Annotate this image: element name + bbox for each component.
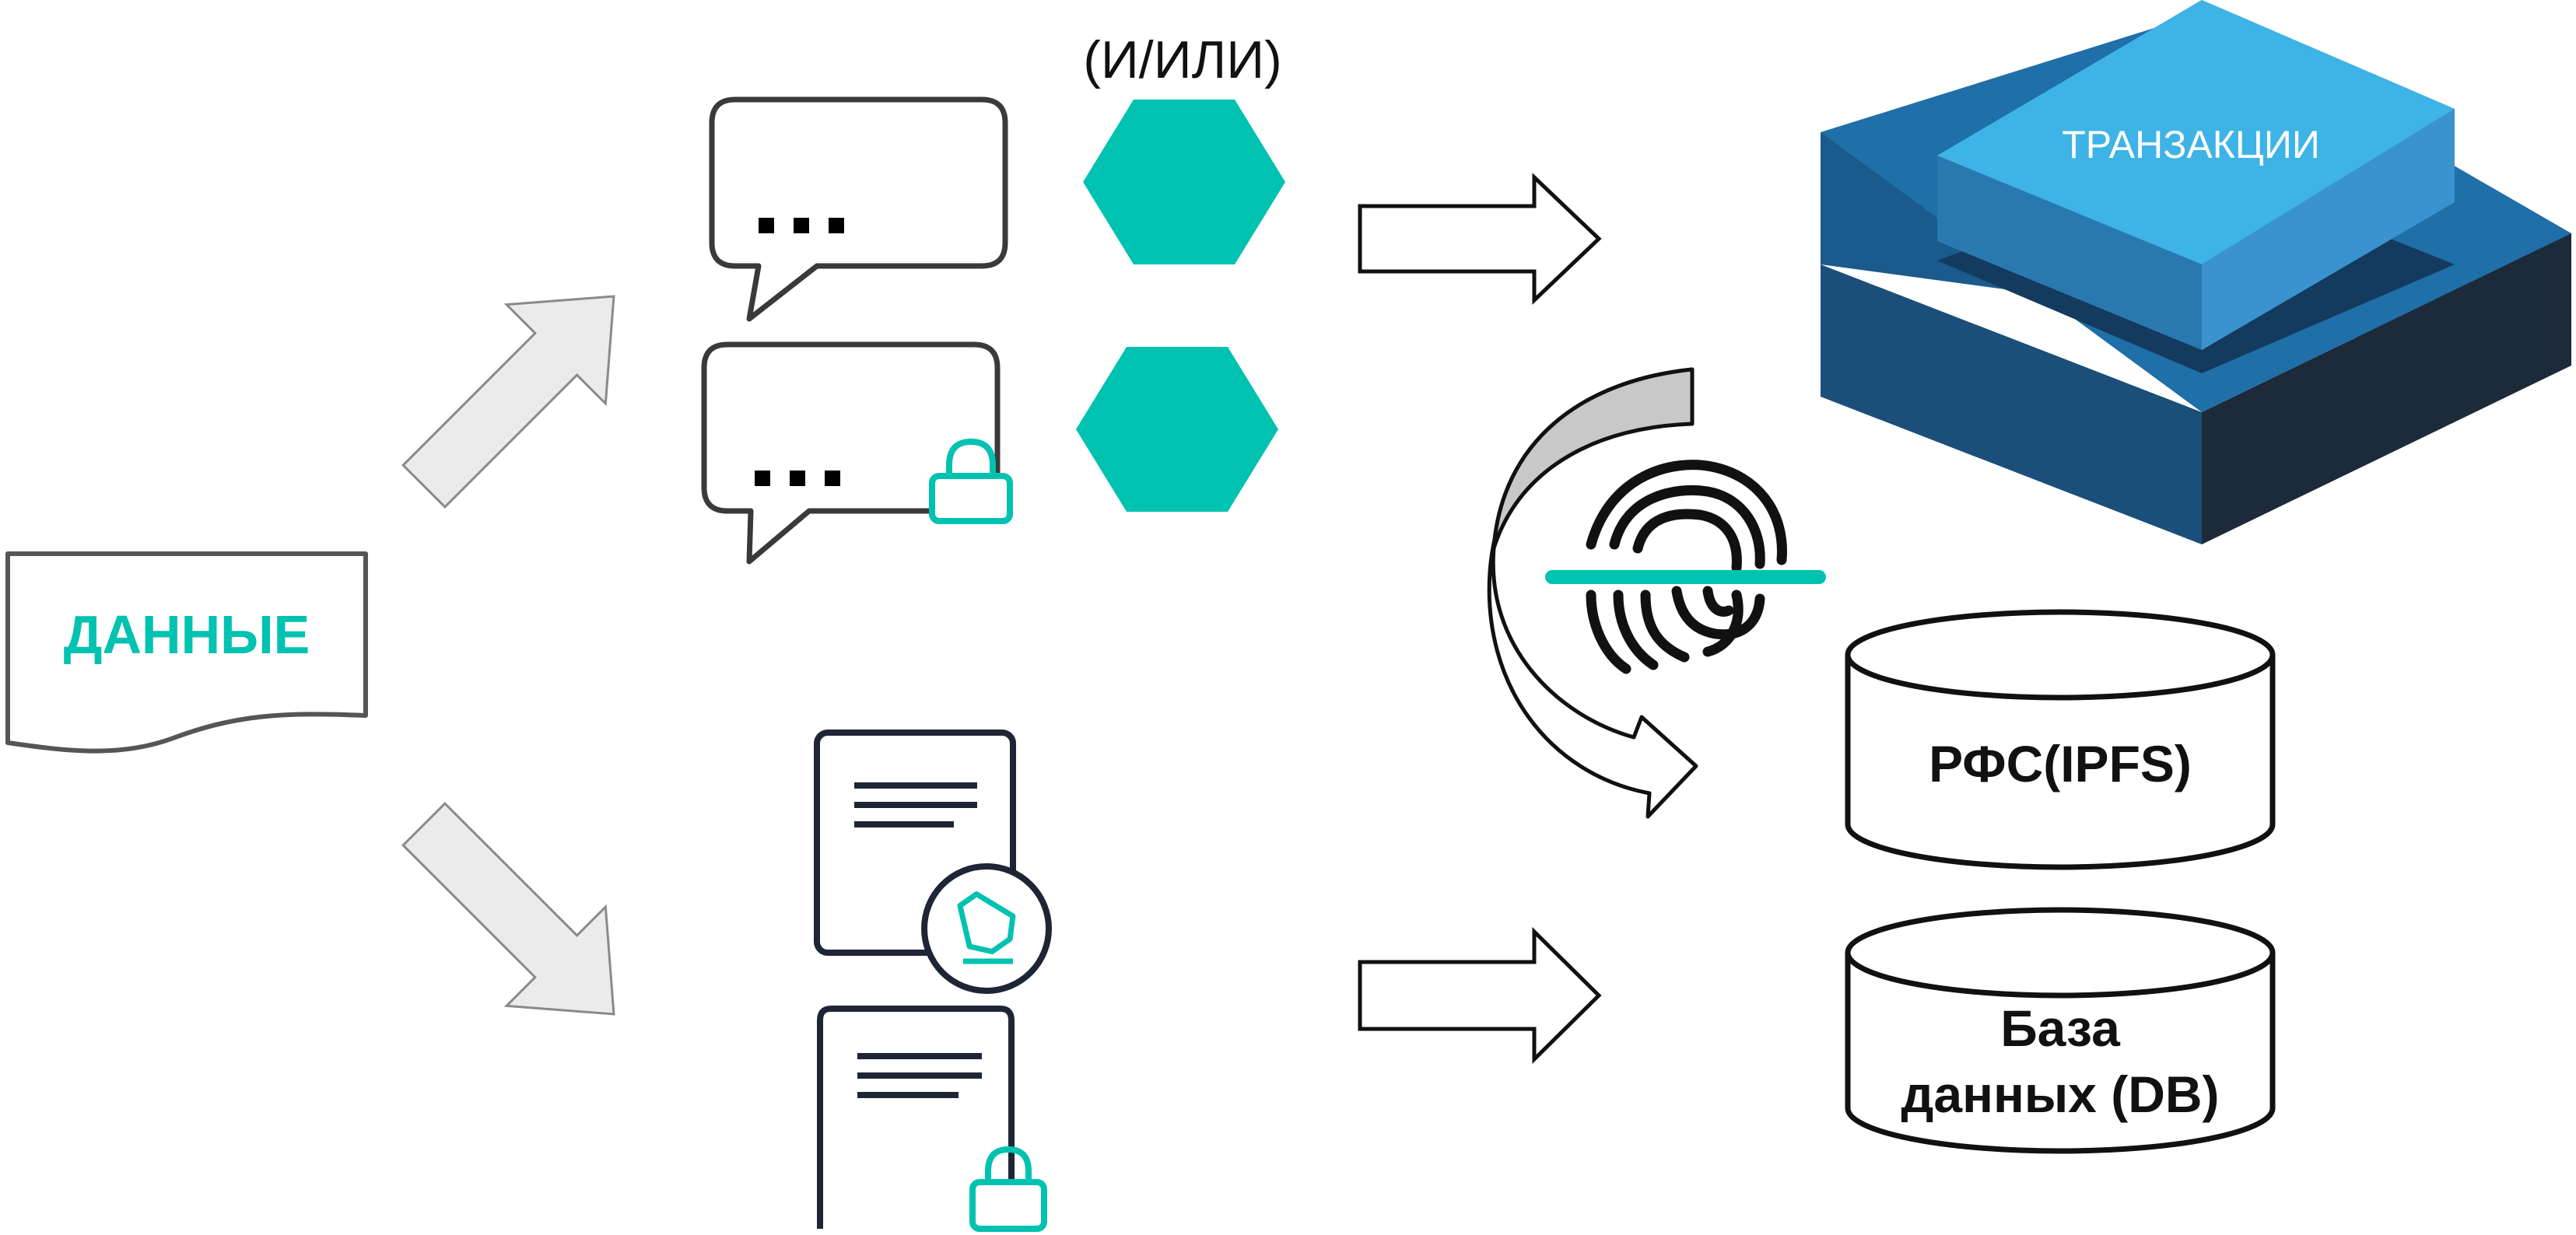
ipfs-label: РФС(IPFS) xyxy=(1929,735,2192,792)
flow-arrow-top xyxy=(1358,173,1602,305)
data-source-shape: ДАННЫЕ xyxy=(5,551,368,754)
block-stack-icon: ТРАНЗАКЦИИ xyxy=(1821,0,2571,544)
database-cylinder-icon: База данных (DB) xyxy=(1845,907,2276,1154)
data-source-label: ДАННЫЕ xyxy=(64,604,310,665)
locked-message-bubble-icon xyxy=(701,341,1013,565)
fingerprint-icon xyxy=(1586,460,1787,674)
database-cylinder-icon: РФС(IPFS) xyxy=(1845,609,2276,870)
and-or-label: (И/ИЛИ) xyxy=(1083,30,1281,89)
padlock-icon xyxy=(969,1146,1047,1232)
transactions-label: ТРАНЗАКЦИИ xyxy=(2062,123,2320,166)
branch-arrow-up xyxy=(401,295,615,509)
message-bubble-icon xyxy=(709,96,1008,322)
signed-document-icon xyxy=(814,729,1052,994)
database-label-line2: данных (DB) xyxy=(1901,1065,2219,1123)
curved-arrow-icon xyxy=(1487,367,1698,819)
database-label-line1: База xyxy=(2000,999,2121,1057)
padlock-icon xyxy=(929,438,1013,524)
hexagon-icon xyxy=(1076,347,1278,512)
hexagon-icon xyxy=(1083,100,1285,264)
flow-arrow-bottom xyxy=(1358,927,1602,1064)
branch-arrow-down xyxy=(401,802,615,1016)
locked-document-icon xyxy=(817,1006,1047,1232)
pen-nib-icon xyxy=(957,891,1016,964)
